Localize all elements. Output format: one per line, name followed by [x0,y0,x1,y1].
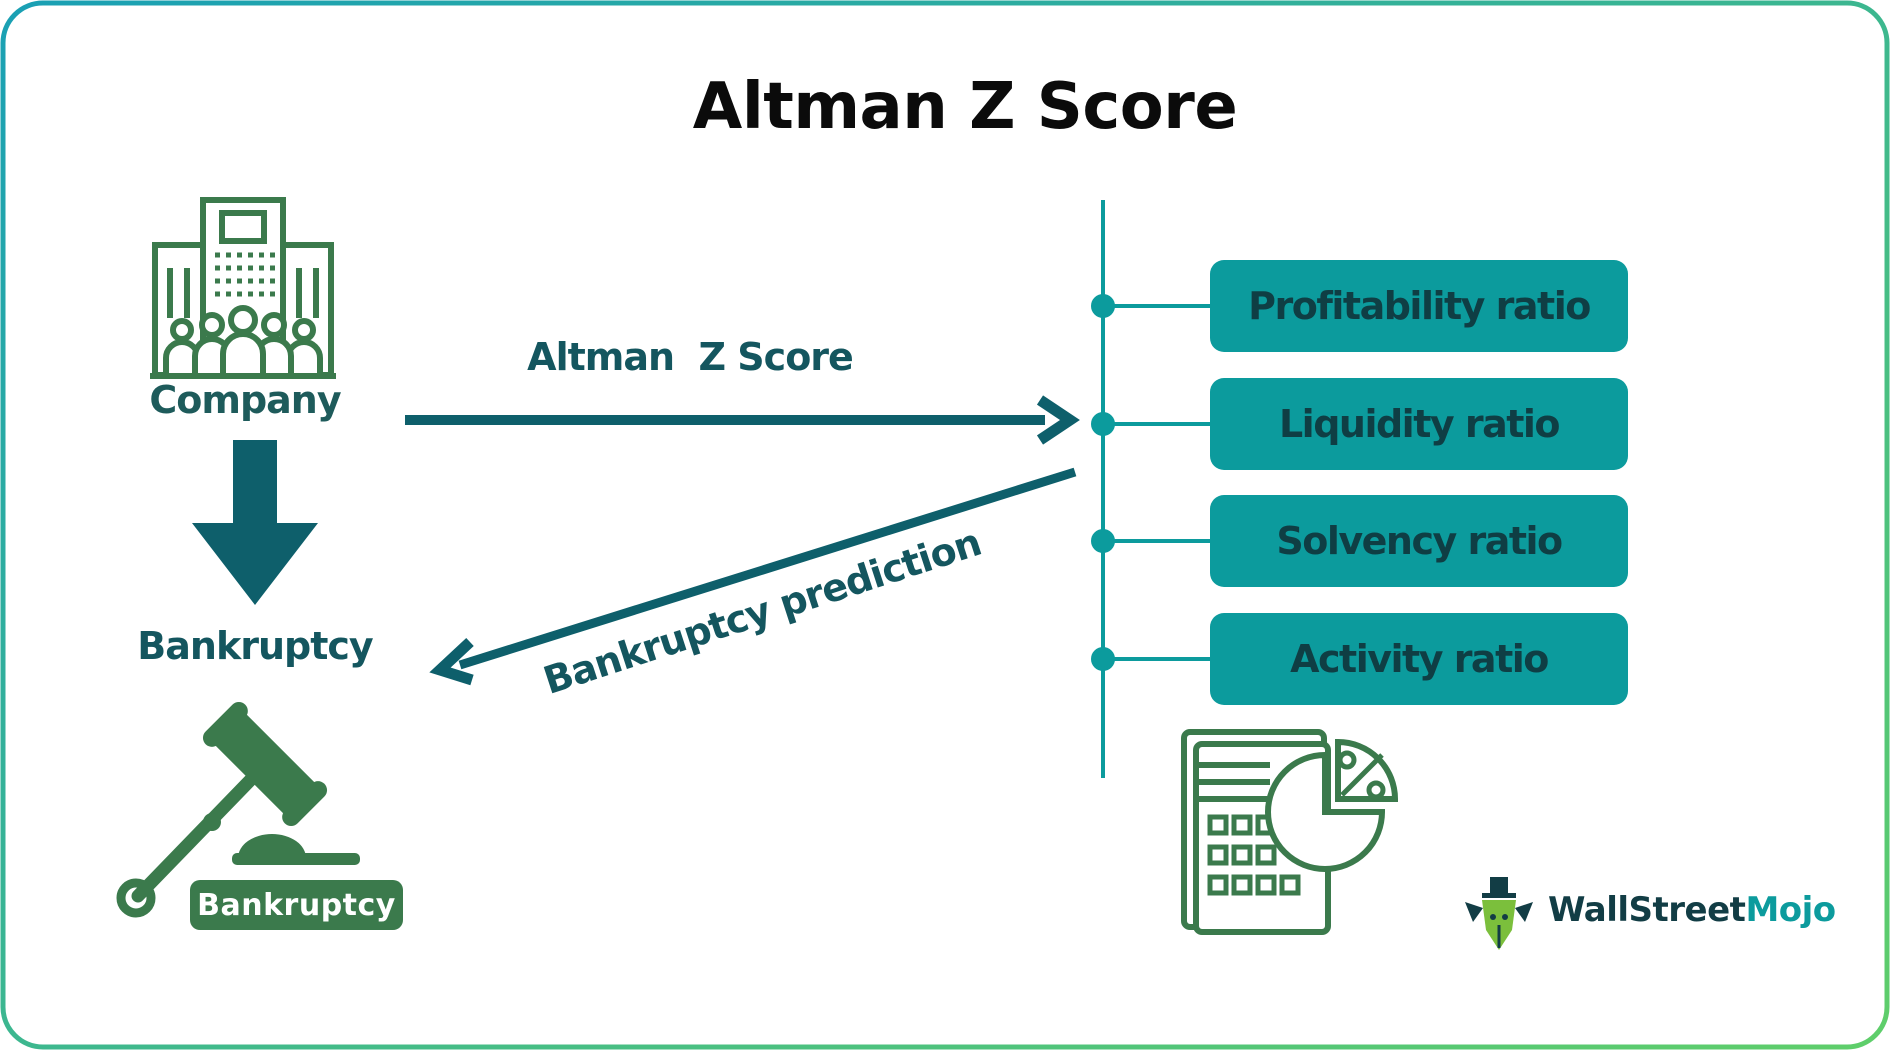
z-score-flow-label: Altman Z Score [527,335,854,379]
gavel-icon [116,701,360,918]
gavel-badge-label: Bankruptcy [197,887,396,923]
ratio-label: Profitability ratio [1248,284,1591,328]
ratio-box-profitability: Profitability ratio [1210,260,1628,352]
brand-name-part2: Mojo [1745,890,1836,930]
ratio-label: Solvency ratio [1276,519,1563,563]
diagram-title: Altman Z Score [692,70,1238,144]
ratio-label: Activity ratio [1290,637,1549,681]
ratio-box-activity: Activity ratio [1210,613,1628,705]
arrow-to-ratios-head [1036,395,1080,445]
ratio-box-solvency: Solvency ratio [1210,495,1628,587]
company-label: Company [149,378,341,422]
company-building-icon [150,197,336,379]
arrow-prediction-head [429,637,474,686]
brand-logo-text: WallStreetMojo [1548,890,1836,930]
ratio-box-liquidity: Liquidity ratio [1210,378,1628,470]
gavel-badge: Bankruptcy [190,880,403,930]
ratio-connectors [1091,294,1212,671]
down-arrow-icon [192,440,318,605]
brand-name-part1: WallStreet [1548,890,1746,930]
arrow-prediction [458,467,1077,670]
wallstreetmojo-logo-icon [1465,877,1533,950]
bankruptcy-label: Bankruptcy [137,624,373,668]
ratio-label: Liquidity ratio [1278,402,1561,446]
financial-calculator-icon [1181,729,1399,935]
